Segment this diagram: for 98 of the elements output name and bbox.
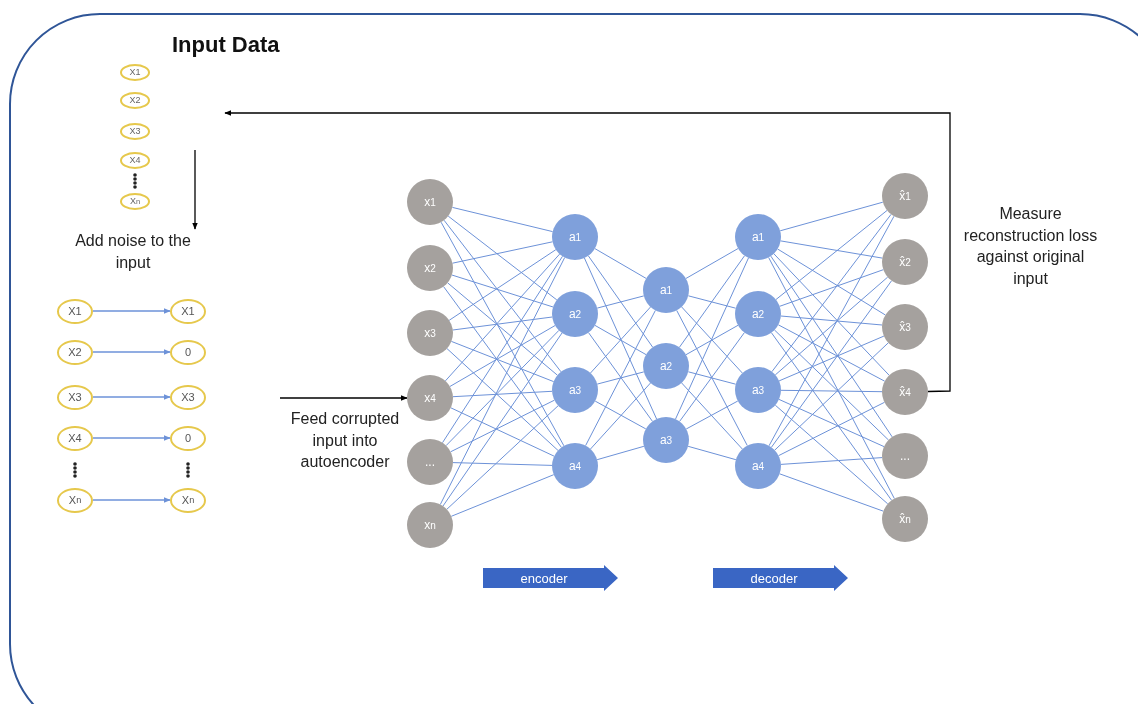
connection-line: [442, 255, 563, 444]
connection-line: [449, 325, 556, 387]
connection-line: [675, 257, 749, 420]
connection-line: [774, 276, 889, 376]
connection-line: [679, 332, 745, 422]
connection-line: [780, 315, 883, 326]
connection-line: [768, 215, 895, 447]
connection-line: [450, 340, 555, 383]
connection-line: [442, 332, 563, 507]
block-arrow: encoder: [482, 565, 618, 591]
connection-line: [770, 255, 893, 438]
arrow: [192, 149, 198, 230]
input-value-circle: 0: [170, 425, 206, 451]
connection-line: [445, 329, 560, 447]
connection-line: [773, 253, 890, 376]
connection-line: [779, 269, 884, 307]
connection-line: [450, 474, 555, 517]
arrow: [92, 394, 171, 400]
connection-line: [440, 221, 565, 447]
connection-line: [778, 398, 885, 448]
connection-line: [452, 462, 553, 466]
connection-line: [778, 401, 885, 457]
input-value-circle: X4: [120, 151, 150, 169]
connection-line: [439, 257, 566, 505]
connection-line: [583, 257, 658, 420]
connection-line: [774, 329, 889, 441]
connection-line: [687, 295, 737, 309]
connection-line: [779, 473, 884, 512]
connection-line: [448, 249, 557, 321]
connection-line: [681, 382, 743, 450]
input-value-circle: X1: [57, 298, 93, 324]
connection-line: [768, 256, 895, 500]
connection-line: [451, 274, 554, 308]
connection-line: [594, 324, 647, 356]
input-value-circle: 0: [170, 339, 206, 365]
input-value-circle: X3: [57, 384, 93, 410]
connection-line: [585, 309, 656, 447]
neuron-circle: ...: [407, 439, 453, 485]
connection-line: [779, 201, 884, 232]
connection-line: [447, 282, 558, 376]
connection-line: [452, 390, 553, 398]
connection-line: [777, 324, 886, 382]
connection-line: [446, 405, 559, 510]
input-value-circle: X4: [57, 425, 93, 451]
connection-line: [770, 332, 893, 501]
connection-line: [774, 404, 889, 505]
input-value-circle: X3: [170, 384, 206, 410]
connection-line: [676, 309, 748, 447]
arrow: [224, 110, 951, 393]
arrow: [92, 435, 171, 441]
arrow: [279, 395, 408, 401]
connection-line: [775, 209, 888, 301]
arrow: [92, 497, 171, 503]
arrow: [92, 308, 171, 314]
block-arrow: decoder: [712, 565, 848, 591]
connection-line: [596, 295, 645, 309]
connection-line: [681, 306, 743, 374]
connection-line: [780, 240, 883, 259]
input-value-circle: X2: [57, 339, 93, 365]
connection-line: [596, 371, 645, 385]
connection-line: [780, 457, 883, 465]
connection-line: [444, 253, 561, 382]
connection-line: [451, 206, 554, 233]
connection-line: [777, 248, 886, 316]
connection-line: [774, 342, 889, 451]
connection-line: [771, 213, 892, 373]
connection-line: [685, 248, 739, 279]
connection-line: [596, 445, 645, 461]
connection-line: [452, 241, 553, 264]
connection-line: [687, 371, 737, 385]
connection-line: [450, 399, 555, 453]
connection-line: [590, 306, 651, 374]
connection-line: [443, 219, 562, 373]
connection-line: [443, 286, 562, 448]
connection-line: [452, 316, 553, 331]
neuron-circle: ...: [882, 433, 928, 479]
title: Input Data: [172, 32, 280, 58]
connection-line: [685, 400, 739, 430]
step-text: Add noise to the input: [58, 229, 208, 275]
connection-line: [447, 215, 558, 301]
input-value-circle: X1: [120, 63, 150, 81]
connection-line: [687, 445, 737, 461]
connection-line: [450, 407, 555, 457]
connection-line: [678, 255, 746, 348]
connection-line: [685, 324, 739, 356]
connection-line: [778, 335, 885, 382]
input-value-circle: X3: [120, 122, 150, 140]
connection-line: [590, 382, 651, 450]
connection-line: [594, 400, 647, 430]
arrow: [92, 349, 171, 355]
connection-line: [588, 332, 653, 422]
connection-line: [770, 280, 893, 448]
connection-line: [587, 255, 654, 348]
input-value-circle: X2: [120, 91, 150, 109]
connection-line: [446, 348, 559, 451]
connection-line: [594, 248, 647, 279]
connection-line: [780, 389, 883, 393]
input-value-circle: X1: [170, 298, 206, 324]
